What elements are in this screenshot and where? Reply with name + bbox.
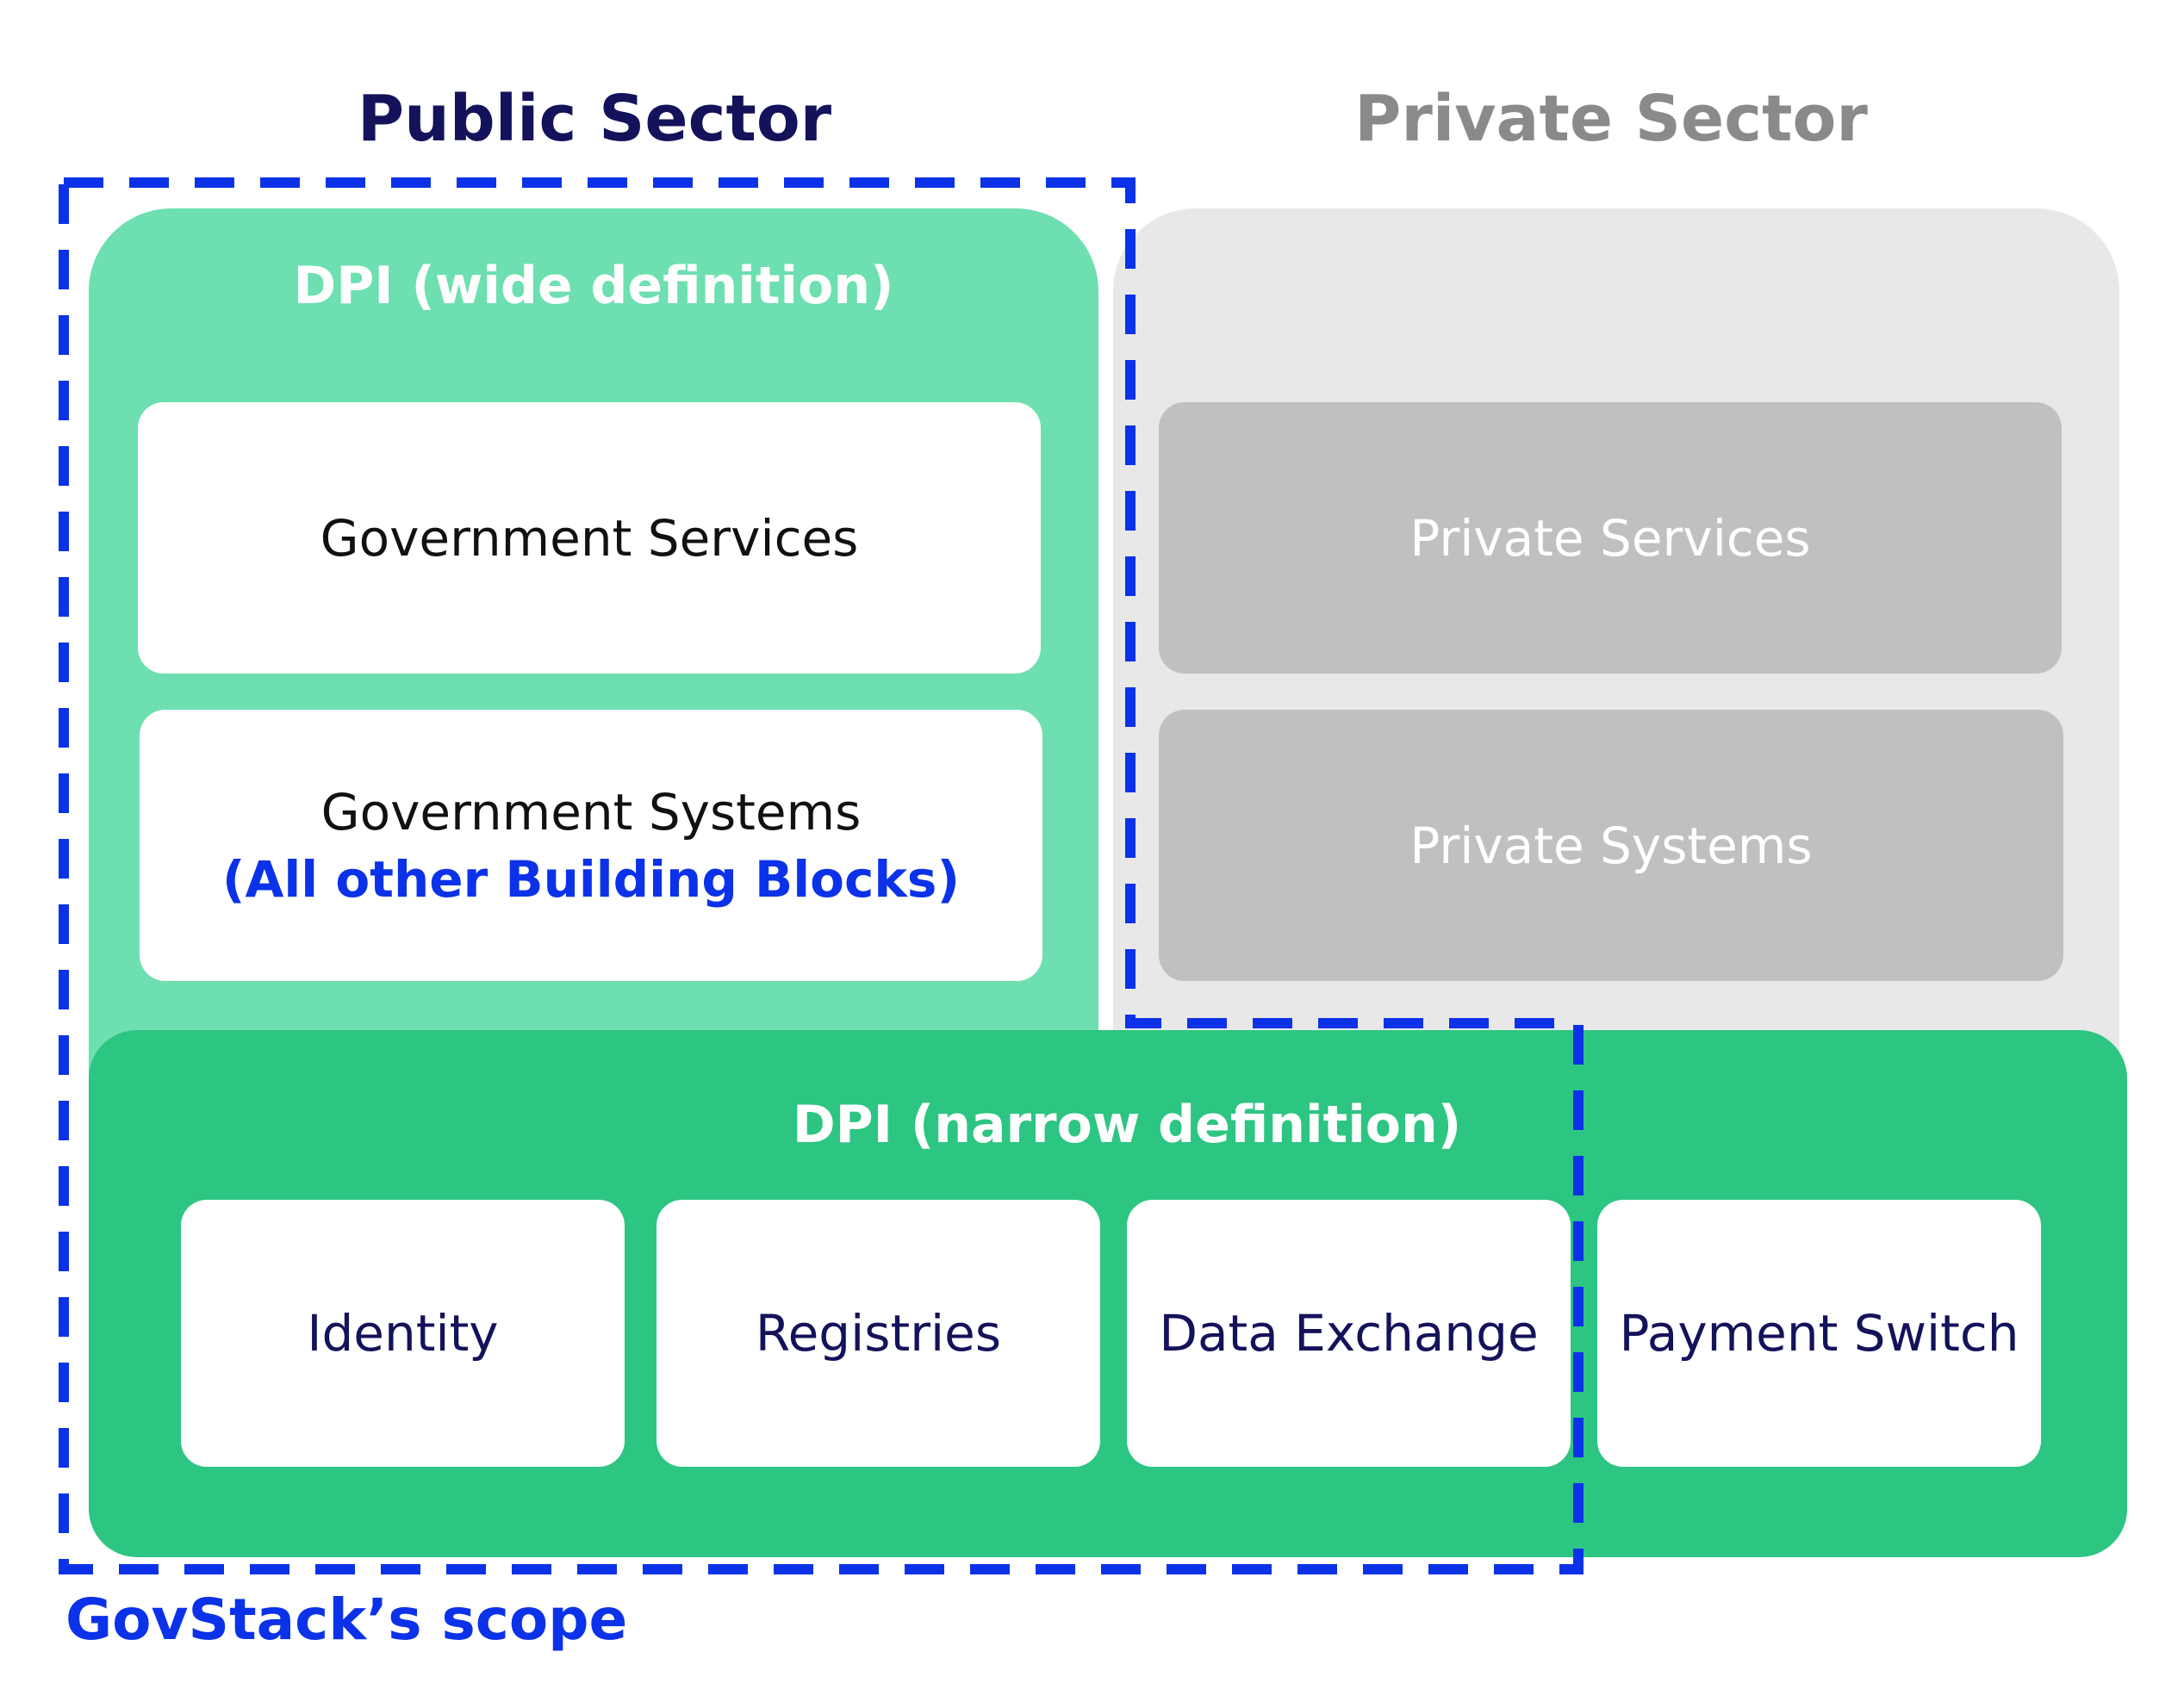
government-services-box: Government Services [138,402,1041,674]
dpi-narrow-title: DPI (narrow definition) [792,1095,1462,1155]
private-sector-header: Private Sector [1354,82,1868,156]
private-services-label: Private Services [1409,508,1811,568]
private-systems-label: Private Systems [1409,816,1813,875]
identity-label: Identity [307,1304,499,1363]
data-exchange-label: Data Exchange [1159,1304,1539,1363]
dpi-wide-title: DPI (wide definition) [293,256,894,316]
public-sector-header: Public Sector [357,82,832,156]
data-exchange-box: Data Exchange [1127,1200,1571,1467]
payment-switch-box: Payment Switch [1597,1200,2041,1467]
government-systems-label: Government Systems [320,782,862,841]
government-systems-box: Government Systems (All other Building B… [140,710,1042,981]
building-blocks-note: (All other Building Blocks) [222,849,960,909]
private-systems-box: Private Systems [1159,710,2063,981]
payment-switch-label: Payment Switch [1619,1304,2019,1363]
identity-box: Identity [181,1200,625,1467]
registries-box: Registries [656,1200,1100,1467]
private-services-box: Private Services [1159,402,2062,674]
govstack-scope-label: GovStack’s scope [65,1586,628,1653]
registries-label: Registries [755,1304,1002,1363]
government-services-label: Government Services [320,508,859,568]
